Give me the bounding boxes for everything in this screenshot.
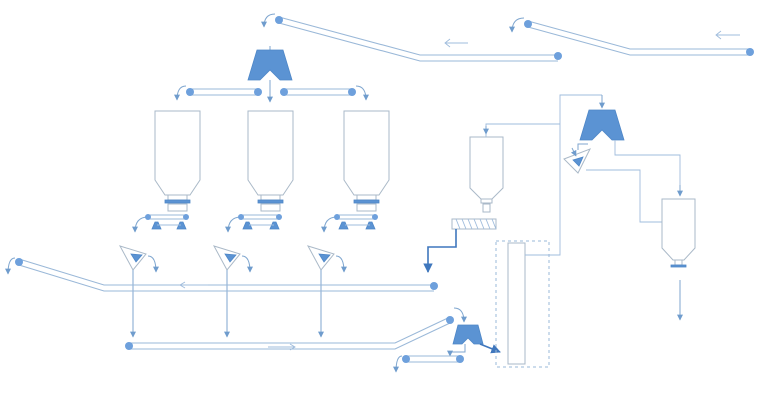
flow-arrow-icon — [179, 281, 208, 289]
flow-arrow-icon — [715, 30, 740, 40]
right-tripper-icon — [579, 109, 683, 197]
top-belt-conveyor-1 — [261, 13, 562, 62]
silo-3 — [343, 110, 390, 212]
vibrating-feeder-3 — [321, 214, 378, 233]
silo-1 — [154, 110, 201, 212]
top-belt-conveyor-2 — [509, 17, 754, 56]
right-diverter-valve — [563, 143, 662, 223]
distribution-belt-right — [280, 85, 369, 101]
middle-belt-conveyor — [5, 257, 438, 292]
bottom-tripper-icon — [447, 324, 501, 357]
flow-arrow-icon — [268, 343, 296, 351]
vibrating-feeder-1 — [132, 214, 189, 233]
tripper-chute-icon — [247, 46, 293, 103]
silo-2 — [247, 110, 294, 212]
bucket-elevator — [495, 94, 605, 368]
vibrating-feeder-2 — [225, 214, 282, 233]
flow-arrow-icon — [444, 38, 468, 48]
small-silo — [469, 123, 560, 213]
diverter-valve-1 — [118, 245, 159, 338]
diverter-valve-3 — [306, 245, 347, 338]
bottom-short-belt — [393, 355, 464, 373]
distribution-belt-left — [174, 85, 262, 101]
lower-belt-conveyor — [125, 307, 467, 351]
screw-conveyor-icon — [423, 218, 497, 273]
diverter-valve-2 — [212, 245, 253, 338]
right-silo — [661, 198, 696, 321]
